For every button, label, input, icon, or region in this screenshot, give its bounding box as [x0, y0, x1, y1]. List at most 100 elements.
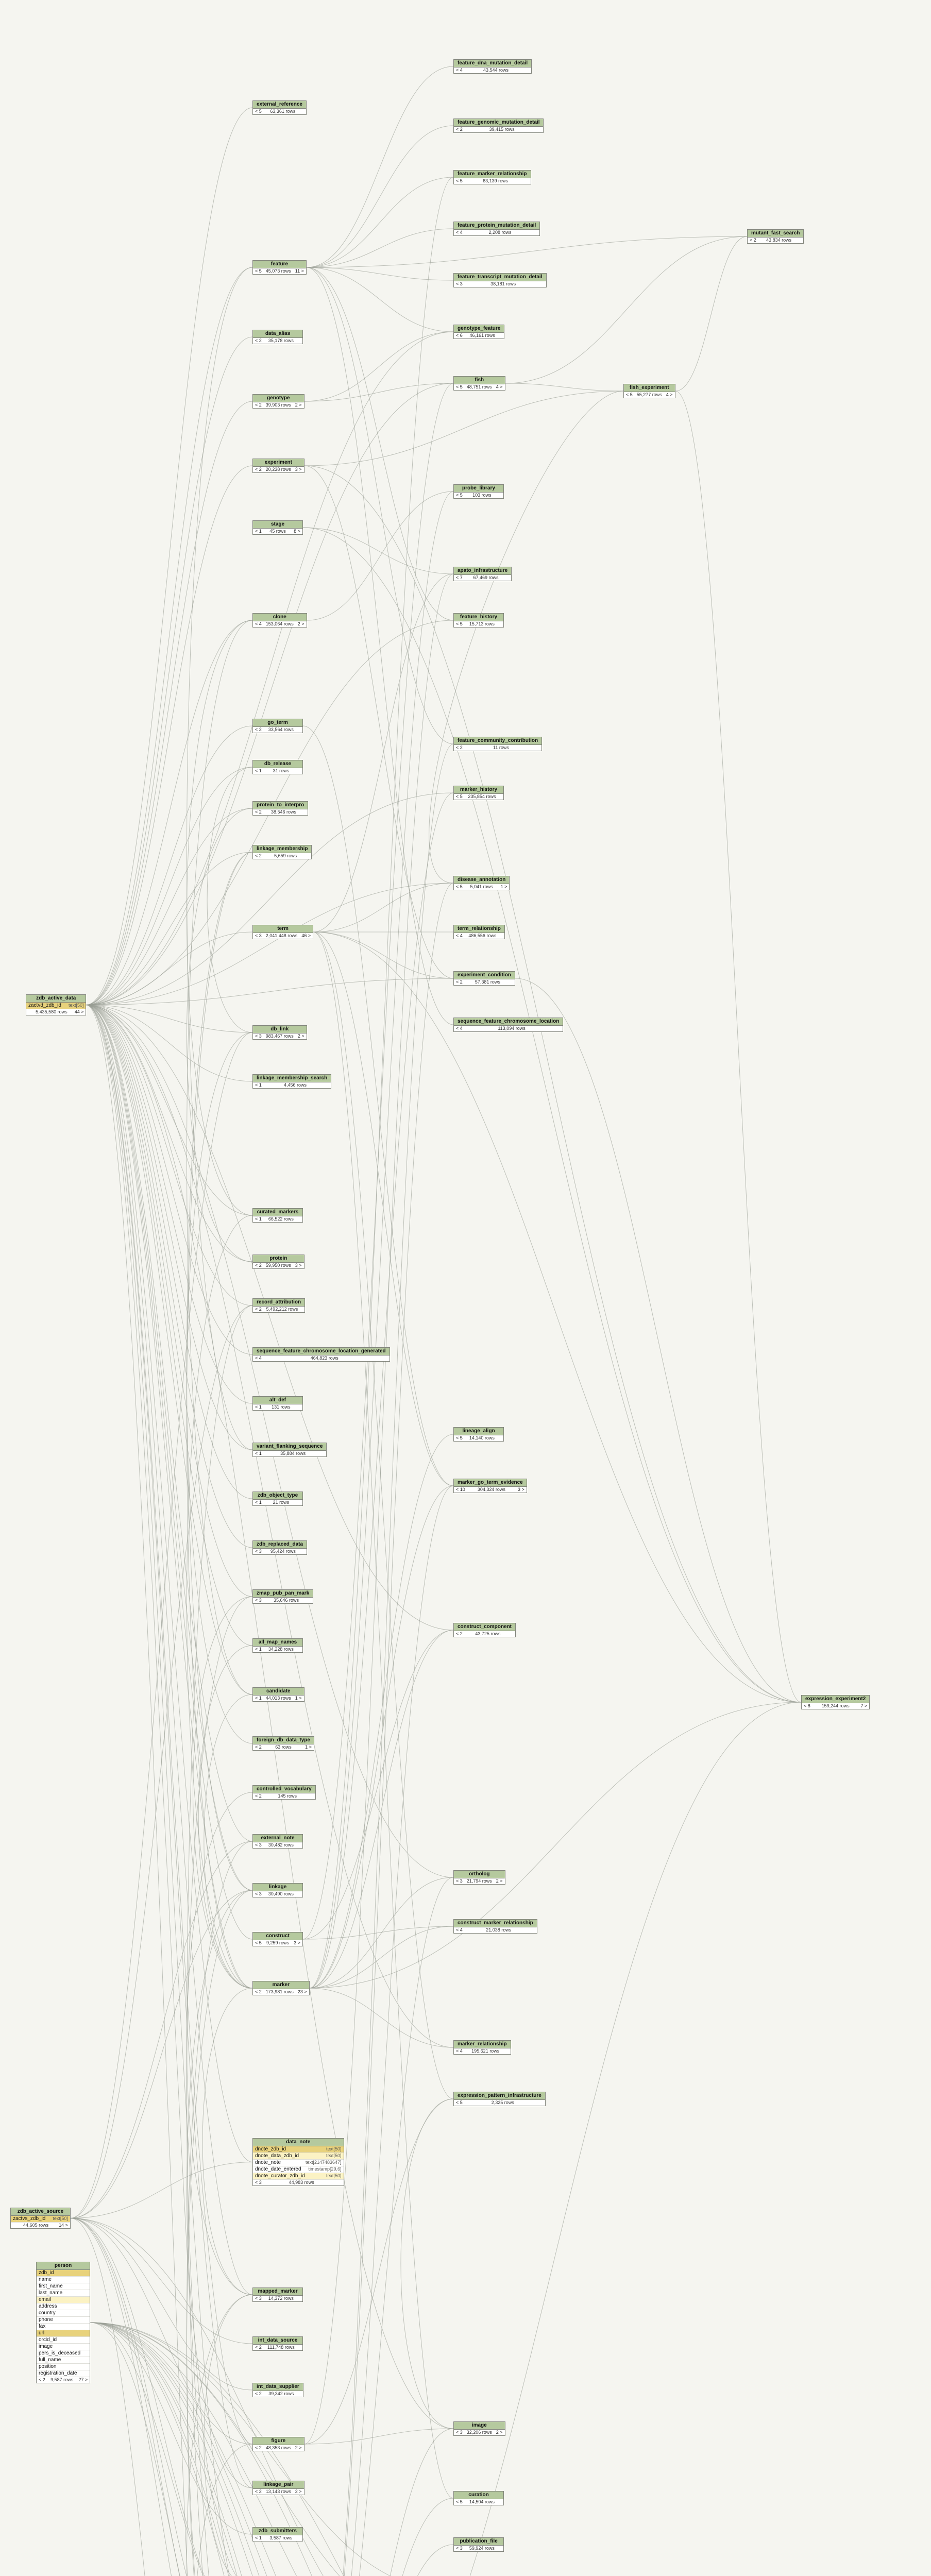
- parent-count: < 4: [456, 1026, 463, 1031]
- child-count: 2 >: [297, 1033, 304, 1039]
- relationship-edge: [70, 2218, 205, 2576]
- table-sequence_feature_chromosome_location_generated[interactable]: sequence_feature_chromosome_location_gen…: [252, 1347, 390, 1362]
- column-row: address: [37, 2303, 90, 2310]
- relationship-edge: [204, 2294, 253, 2576]
- parent-count: < 2: [255, 1307, 262, 1312]
- relationship-edge: [86, 1005, 253, 1262]
- row-count: 43,544 rows: [483, 67, 509, 73]
- parent-count: < 2: [255, 1989, 262, 1994]
- table-name: feature_transcript_mutation_detail: [454, 274, 546, 281]
- row-count: 31 rows: [273, 768, 290, 773]
- table-name: controlled_vocabulary: [253, 1786, 315, 1793]
- relationship-edge: [207, 767, 253, 1033]
- child-count: 46 >: [301, 933, 311, 938]
- relationship-edge: [86, 1005, 454, 2429]
- row-count: 14,372 rows: [268, 2296, 294, 2301]
- child-count: 2 >: [295, 402, 302, 408]
- relationship-edge: [90, 2322, 344, 2576]
- parent-count: < 3: [255, 2296, 262, 2301]
- relationship-edge: [187, 620, 253, 1695]
- column-name: country: [39, 2310, 56, 2316]
- row-count: 14,504 rows: [469, 2499, 495, 2504]
- column-type: text[2147483647]: [306, 2160, 342, 2165]
- parent-count: < 2: [255, 338, 262, 343]
- relationship-edge: [86, 465, 253, 1005]
- parent-count: < 2: [255, 2345, 262, 2350]
